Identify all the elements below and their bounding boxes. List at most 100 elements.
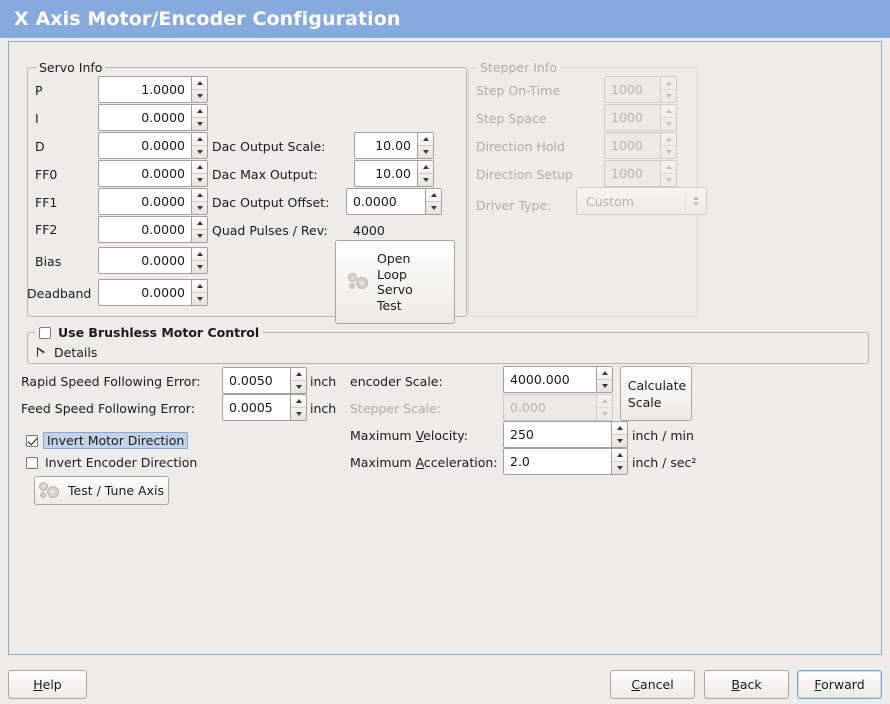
servo-spinner-bias[interactable]: 0.0000	[98, 247, 208, 274]
spinner-up-icon[interactable]	[192, 161, 207, 174]
encoder-scale-buttons[interactable]	[596, 366, 613, 393]
test-tune-axis-button[interactable]: Test / Tune Axis	[34, 476, 169, 505]
spinner-down-icon[interactable]	[192, 118, 207, 130]
spinner-up-icon[interactable]	[291, 395, 306, 408]
feed-speed-following-error-input[interactable]: 0.0005	[222, 394, 290, 421]
invert-motor-checkbox-box[interactable]	[26, 434, 38, 447]
servo-spinner-ff1[interactable]: 0.0000	[98, 188, 208, 215]
servo-input-bias[interactable]: 0.0000	[98, 247, 191, 274]
servo-spinner-ff2[interactable]: 0.0000	[98, 216, 208, 243]
spinner-down-icon[interactable]	[192, 146, 207, 158]
brushless-checkbox-box[interactable]	[39, 326, 51, 339]
maximum-velocity-input[interactable]: 250	[503, 421, 611, 448]
spinner-down-icon[interactable]	[426, 202, 441, 214]
spinner-down-icon[interactable]	[418, 174, 433, 186]
encoder-scale-input[interactable]: 4000.000	[503, 366, 596, 393]
invert-encoder-checkbox-box[interactable]	[26, 456, 38, 469]
spinner-up-icon[interactable]	[612, 422, 627, 435]
maximum-velocity-buttons[interactable]	[611, 421, 628, 448]
servo-spinner-bias-buttons[interactable]	[191, 247, 208, 274]
open-loop-servo-test-button[interactable]: Open Loop Servo Test	[335, 240, 455, 324]
encoder-scale-spinner[interactable]: 4000.000	[503, 366, 613, 393]
spinner-down-icon[interactable]	[192, 202, 207, 214]
dac-output-offset-spinner[interactable]: 0.0000	[346, 188, 442, 215]
maximum-velocity-spinner[interactable]: 250	[503, 421, 628, 448]
servo-input-p[interactable]: 1.0000	[98, 76, 191, 103]
servo-spinner-deadband[interactable]: 0.0000	[98, 279, 208, 306]
spinner-down-icon[interactable]	[192, 174, 207, 186]
dac-max-output-buttons[interactable]	[417, 160, 434, 187]
spinner-down-icon[interactable]	[192, 90, 207, 102]
servo-spinner-i-buttons[interactable]	[191, 104, 208, 131]
spinner-up-icon	[661, 77, 676, 90]
spinner-down-icon[interactable]	[612, 435, 627, 447]
spinner-down-icon[interactable]	[192, 230, 207, 242]
spinner-down-icon[interactable]	[192, 261, 207, 273]
help-button[interactable]: Help	[8, 670, 87, 699]
step-on-time-input: 1000	[604, 76, 660, 103]
servo-spinner-p-buttons[interactable]	[191, 76, 208, 103]
spinner-up-icon[interactable]	[192, 105, 207, 118]
quad-pulses-label: Quad Pulses / Rev:	[212, 223, 328, 238]
dac-output-offset-buttons[interactable]	[425, 188, 442, 215]
spinner-down-icon[interactable]	[612, 462, 627, 474]
rapid-speed-following-error-input[interactable]: 0.0050	[222, 367, 290, 394]
dac-max-output-spinner[interactable]: 10.00	[354, 160, 434, 187]
feed-speed-following-error-spinner[interactable]: 0.0005	[222, 394, 307, 421]
calculate-scale-button[interactable]: Calculate Scale	[620, 366, 692, 421]
chevron-right-icon[interactable]	[37, 347, 45, 358]
servo-spinner-p[interactable]: 1.0000	[98, 76, 208, 103]
spinner-down-icon[interactable]	[291, 408, 306, 420]
feed-error-buttons[interactable]	[290, 394, 307, 421]
servo-spinner-ff0-buttons[interactable]	[191, 160, 208, 187]
servo-spinner-d[interactable]: 0.0000	[98, 132, 208, 159]
use-brushless-motor-control-checkbox[interactable]: Use Brushless Motor Control	[35, 325, 264, 340]
max-accel-label-mnemonic: A	[415, 455, 424, 470]
servo-spinner-ff1-buttons[interactable]	[191, 188, 208, 215]
dac-output-scale-buttons[interactable]	[417, 132, 434, 159]
spinner-up-icon[interactable]	[192, 217, 207, 230]
servo-input-deadband[interactable]: 0.0000	[98, 279, 191, 306]
servo-spinner-d-buttons[interactable]	[191, 132, 208, 159]
maximum-acceleration-buttons[interactable]	[611, 448, 628, 475]
dac-max-output-input[interactable]: 10.00	[354, 160, 417, 187]
forward-button[interactable]: Forward	[797, 670, 882, 699]
servo-input-ff1[interactable]: 0.0000	[98, 188, 191, 215]
spinner-up-icon[interactable]	[426, 189, 441, 202]
help-mnemonic: H	[33, 677, 43, 692]
spinner-up-icon[interactable]	[418, 133, 433, 146]
spinner-up-icon[interactable]	[612, 449, 627, 462]
spinner-up-icon[interactable]	[192, 189, 207, 202]
dac-output-offset-input[interactable]: 0.0000	[346, 188, 425, 215]
back-button[interactable]: Back	[704, 670, 789, 699]
spinner-up-icon[interactable]	[418, 161, 433, 174]
spinner-up-icon[interactable]	[192, 280, 207, 293]
servo-spinner-deadband-buttons[interactable]	[191, 279, 208, 306]
spinner-down-icon[interactable]	[418, 146, 433, 158]
spinner-down-icon[interactable]	[291, 381, 306, 393]
maximum-acceleration-spinner[interactable]: 2.0	[503, 448, 628, 475]
cancel-button[interactable]: Cancel	[610, 670, 695, 699]
spinner-down-icon[interactable]	[597, 380, 612, 392]
spinner-up-icon[interactable]	[192, 133, 207, 146]
spinner-up-icon[interactable]	[597, 367, 612, 380]
servo-spinner-ff0[interactable]: 0.0000	[98, 160, 208, 187]
rapid-error-buttons[interactable]	[290, 367, 307, 394]
servo-input-i[interactable]: 0.0000	[98, 104, 191, 131]
rapid-speed-following-error-spinner[interactable]: 0.0050	[222, 367, 307, 394]
servo-spinner-i[interactable]: 0.0000	[98, 104, 208, 131]
invert-encoder-direction-checkbox[interactable]: Invert Encoder Direction	[26, 455, 197, 470]
spinner-down-icon[interactable]	[192, 293, 207, 305]
spinner-up-icon[interactable]	[291, 368, 306, 381]
invert-motor-direction-checkbox[interactable]: Invert Motor Direction	[26, 432, 189, 449]
spinner-up-icon[interactable]	[192, 248, 207, 261]
servo-spinner-ff2-buttons[interactable]	[191, 216, 208, 243]
dac-output-scale-spinner[interactable]: 10.00	[354, 132, 434, 159]
servo-input-d[interactable]: 0.0000	[98, 132, 191, 159]
details-expander[interactable]: Details	[37, 345, 97, 360]
maximum-acceleration-input[interactable]: 2.0	[503, 448, 611, 475]
servo-input-ff0[interactable]: 0.0000	[98, 160, 191, 187]
dac-output-scale-input[interactable]: 10.00	[354, 132, 417, 159]
servo-input-ff2[interactable]: 0.0000	[98, 216, 191, 243]
spinner-up-icon[interactable]	[192, 77, 207, 90]
